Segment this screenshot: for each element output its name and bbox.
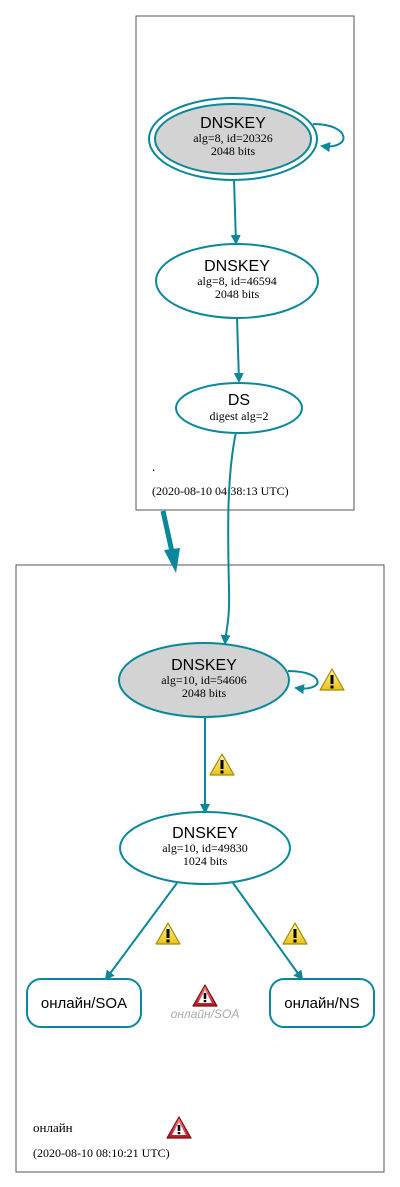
node-child-ksk-detail: alg=10, id=54606: [161, 673, 247, 687]
node-root-zsk-title: DNSKEY: [204, 258, 270, 275]
zone-child-name: онлайн: [33, 1120, 73, 1135]
node-root-zsk[interactable]: DNSKEY alg=8, id=46594 2048 bits: [155, 243, 319, 319]
warning-icon[interactable]: [209, 753, 235, 776]
warning-icon[interactable]: [282, 922, 308, 945]
error-icon[interactable]: [166, 1116, 192, 1139]
node-root-ksk-title: DNSKEY: [200, 115, 266, 132]
node-root-ksk[interactable]: DNSKEY alg=8, id=20326 2048 bits: [148, 97, 318, 181]
zone-child-box: [15, 564, 385, 1173]
edge-child-zsk-to-soa: [104, 882, 178, 981]
node-child-ksk-title: DNSKEY: [171, 657, 237, 674]
node-child-zsk-title: DNSKEY: [172, 825, 238, 842]
warning-icon[interactable]: [319, 668, 345, 691]
zone-child-timestamp: (2020-08-10 08:10:21 UTC): [33, 1146, 170, 1160]
edge-child-ksk-self: [287, 670, 319, 695]
node-root-ksk-bits: 2048 bits: [211, 144, 256, 158]
warning-icon[interactable]: [155, 922, 181, 945]
edge-root-zsk-to-ds: [233, 317, 244, 383]
node-child-zsk-detail: alg=10, id=49830: [162, 841, 248, 855]
zone-root-timestamp: (2020-08-10 04:38:13 UTC): [152, 484, 289, 498]
node-child-zsk-bits: 1024 bits: [183, 854, 228, 868]
node-soa-label: онлайн/SOA: [41, 995, 127, 1012]
edge-root-ksk-to-zsk: [230, 178, 241, 245]
node-ds[interactable]: DS digest alg=2: [175, 382, 303, 434]
error-icon[interactable]: [192, 984, 218, 1007]
edge-ds-to-child-ksk: [220, 431, 237, 645]
node-root-zsk-bits: 2048 bits: [215, 287, 260, 301]
edge-child-zsk-to-ns: [232, 882, 304, 981]
node-ns-label: онлайн/NS: [284, 995, 359, 1012]
node-soa-error-label: онлайн/SOA: [171, 1007, 240, 1021]
node-child-ksk[interactable]: DNSKEY alg=10, id=54606 2048 bits: [118, 642, 290, 718]
node-child-ksk-bits: 2048 bits: [182, 686, 227, 700]
zone-root-name: .: [152, 459, 155, 474]
delegation-arrow: [160, 510, 180, 573]
zone-root-box: [135, 15, 355, 511]
edge-root-ksk-self: [312, 123, 345, 153]
node-root-ksk-detail: alg=8, id=20326: [193, 131, 273, 145]
node-root-zsk-detail: alg=8, id=46594: [197, 274, 277, 288]
node-ds-title: DS: [228, 392, 250, 409]
node-soa[interactable]: онлайн/SOA: [26, 978, 142, 1028]
node-ds-detail: digest alg=2: [209, 409, 268, 423]
node-ns[interactable]: онлайн/NS: [269, 978, 375, 1028]
node-child-zsk[interactable]: DNSKEY alg=10, id=49830 1024 bits: [119, 811, 291, 885]
